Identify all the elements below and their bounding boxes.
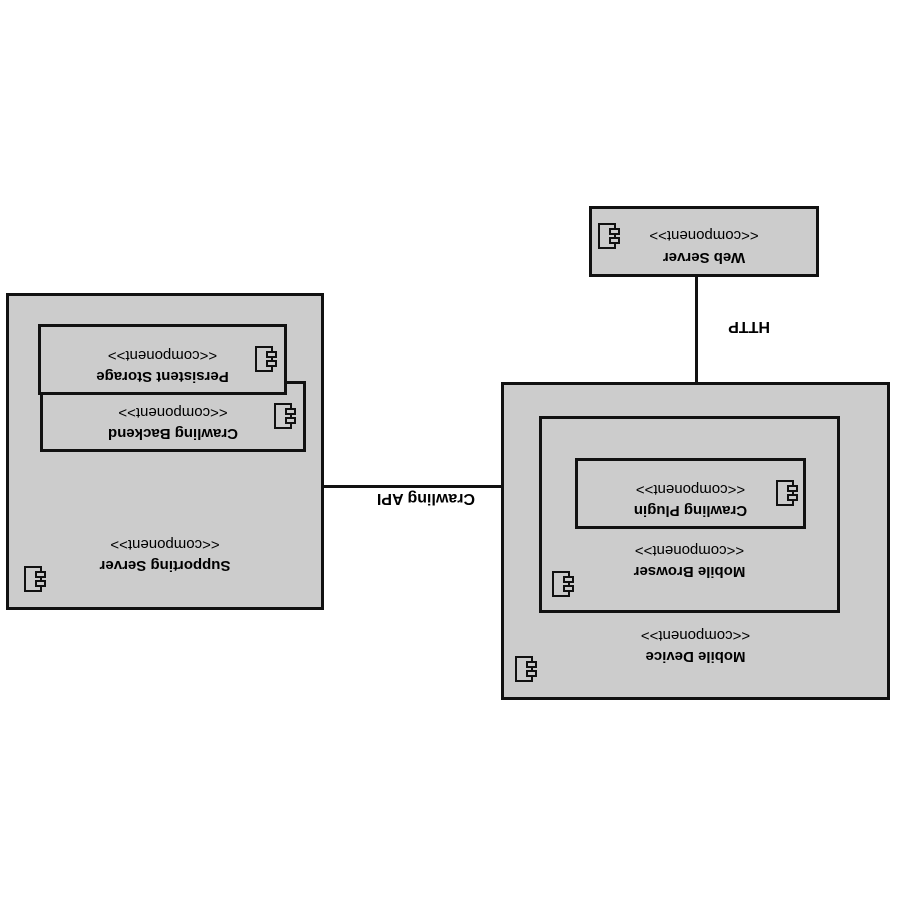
component-icon — [776, 480, 798, 506]
component-name: Web Server — [662, 249, 746, 266]
crawling-plugin-component[interactable]: Crawling Plugin <<component>> — [575, 458, 806, 529]
component-icon — [24, 566, 46, 592]
crawling-backend-component[interactable]: Crawling Backend <<component>> — [40, 381, 306, 452]
component-icon — [274, 403, 296, 429]
component-stereotype: <<component>> — [635, 481, 746, 498]
mobile-device-component[interactable]: Mobile Device <<component>> Mobile Brows… — [501, 382, 890, 700]
component-icon — [552, 571, 574, 597]
component-stereotype: <<component>> — [118, 404, 228, 421]
crawling-api-label: Crawling API — [376, 490, 475, 507]
http-label: HTTP — [728, 318, 770, 335]
component-name: Persistent Storage — [96, 368, 229, 385]
component-icon — [598, 223, 620, 249]
component-name: Mobile Device — [645, 648, 746, 665]
component-name: Supporting Server — [99, 557, 231, 574]
component-name: Mobile Browser — [633, 563, 746, 580]
supporting-server-component[interactable]: Supporting Server <<component>> Crawling… — [6, 293, 324, 610]
persistent-storage-component[interactable]: Persistent Storage <<component>> — [38, 324, 287, 395]
component-icon — [255, 346, 277, 372]
component-name: Crawling Plugin — [633, 502, 748, 519]
component-name: Crawling Backend — [107, 425, 239, 442]
component-stereotype: <<component>> — [640, 627, 751, 644]
component-icon — [515, 656, 537, 682]
web-server-component[interactable]: Web Server <<component>> — [589, 206, 819, 277]
component-stereotype: <<component>> — [649, 227, 759, 244]
component-stereotype: <<component>> — [110, 536, 220, 553]
component-stereotype: <<component>> — [107, 347, 218, 364]
mobile-browser-component[interactable]: Mobile Browser <<component>> Crawling Pl… — [539, 416, 840, 613]
component-stereotype: <<component>> — [634, 542, 745, 559]
